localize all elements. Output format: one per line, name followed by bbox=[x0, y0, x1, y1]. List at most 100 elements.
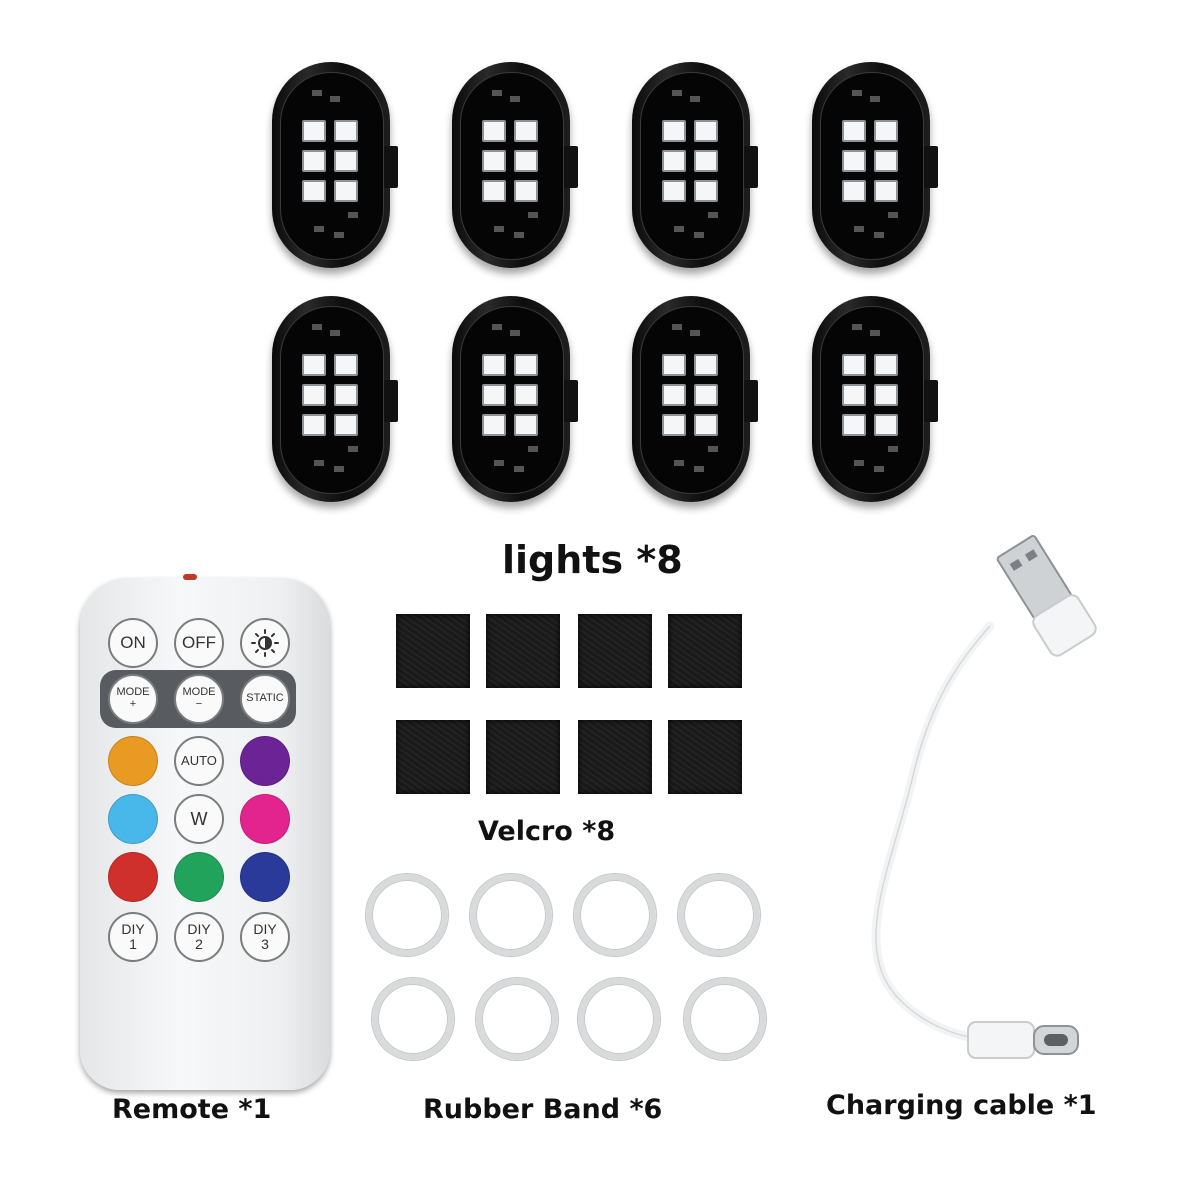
led-chip bbox=[874, 384, 898, 406]
rubber-band bbox=[476, 978, 558, 1060]
circuit-component bbox=[674, 460, 684, 466]
velcro-piece bbox=[396, 720, 470, 794]
cyan-color-button[interactable] bbox=[108, 794, 158, 844]
lights-caption: lights *8 bbox=[502, 538, 683, 582]
auto-button[interactable]: AUTO bbox=[174, 736, 224, 786]
circuit-component bbox=[888, 446, 898, 452]
led-chip bbox=[694, 120, 718, 142]
led-chip bbox=[334, 414, 358, 436]
velcro-piece bbox=[668, 720, 742, 794]
circuit-component bbox=[528, 212, 538, 218]
led-chip bbox=[842, 150, 866, 172]
led-light bbox=[452, 296, 578, 502]
remote-caption: Remote *1 bbox=[112, 1094, 272, 1125]
led-chip bbox=[482, 354, 506, 376]
led-chip bbox=[694, 150, 718, 172]
orange-color-button[interactable] bbox=[108, 736, 158, 786]
led-chip bbox=[874, 354, 898, 376]
blue-color-button[interactable] bbox=[240, 852, 290, 902]
circuit-component bbox=[694, 232, 704, 238]
velcro-caption: Velcro *8 bbox=[478, 816, 616, 847]
led-chip bbox=[514, 150, 538, 172]
led-chip bbox=[482, 384, 506, 406]
circuit-component bbox=[348, 446, 358, 452]
velcro-piece bbox=[486, 720, 560, 794]
static-button[interactable]: STATIC bbox=[240, 674, 290, 724]
off-button[interactable]: OFF bbox=[174, 618, 224, 668]
circuit-component bbox=[870, 96, 880, 102]
led-chip bbox=[662, 384, 686, 406]
led-chip bbox=[302, 414, 326, 436]
brightness-button[interactable] bbox=[240, 618, 290, 668]
ir-emitter bbox=[183, 574, 197, 580]
circuit-component bbox=[348, 212, 358, 218]
circuit-component bbox=[312, 324, 322, 330]
circuit-component bbox=[852, 90, 862, 96]
led-chip bbox=[334, 354, 358, 376]
purple-color-button[interactable] bbox=[240, 736, 290, 786]
led-chip bbox=[662, 180, 686, 202]
circuit-component bbox=[492, 90, 502, 96]
led-chip bbox=[662, 120, 686, 142]
rubber-band bbox=[684, 978, 766, 1060]
mode-plus-button[interactable]: MODE+ bbox=[108, 674, 158, 724]
circuit-component bbox=[334, 232, 344, 238]
circuit-component bbox=[672, 324, 682, 330]
led-chip bbox=[874, 180, 898, 202]
led-chip bbox=[514, 354, 538, 376]
circuit-component bbox=[330, 330, 340, 336]
led-chip bbox=[842, 384, 866, 406]
led-chip bbox=[302, 120, 326, 142]
led-chip bbox=[694, 180, 718, 202]
rubber-band bbox=[574, 874, 656, 956]
led-light bbox=[632, 296, 758, 502]
circuit-component bbox=[314, 226, 324, 232]
led-chip bbox=[334, 384, 358, 406]
led-chip bbox=[514, 384, 538, 406]
led-chip bbox=[514, 120, 538, 142]
led-light bbox=[632, 62, 758, 268]
circuit-component bbox=[494, 226, 504, 232]
circuit-component bbox=[694, 466, 704, 472]
on-button[interactable]: ON bbox=[108, 618, 158, 668]
white-button[interactable]: W bbox=[174, 794, 224, 844]
led-chip bbox=[302, 150, 326, 172]
circuit-component bbox=[528, 446, 538, 452]
pink-color-button[interactable] bbox=[240, 794, 290, 844]
led-chip bbox=[662, 354, 686, 376]
led-chip bbox=[482, 120, 506, 142]
led-chip bbox=[694, 354, 718, 376]
led-chip bbox=[302, 354, 326, 376]
led-chip bbox=[302, 180, 326, 202]
led-chip bbox=[662, 150, 686, 172]
circuit-component bbox=[854, 226, 864, 232]
led-chip bbox=[662, 414, 686, 436]
led-chip bbox=[482, 180, 506, 202]
circuit-component bbox=[874, 466, 884, 472]
usb-a-plug bbox=[996, 535, 1097, 657]
red-color-button[interactable] bbox=[108, 852, 158, 902]
led-chip bbox=[334, 180, 358, 202]
led-light bbox=[272, 62, 398, 268]
circuit-component bbox=[708, 446, 718, 452]
circuit-component bbox=[690, 330, 700, 336]
circuit-component bbox=[494, 460, 504, 466]
circuit-component bbox=[514, 466, 524, 472]
circuit-component bbox=[510, 330, 520, 336]
circuit-component bbox=[870, 330, 880, 336]
mode-minus-button[interactable]: MODE− bbox=[174, 674, 224, 724]
green-color-button[interactable] bbox=[174, 852, 224, 902]
circuit-component bbox=[514, 232, 524, 238]
cable-caption: Charging cable *1 bbox=[826, 1090, 1097, 1121]
led-chip bbox=[842, 354, 866, 376]
rubber-band-caption: Rubber Band *6 bbox=[423, 1094, 663, 1125]
rubber-band bbox=[372, 978, 454, 1060]
circuit-component bbox=[674, 226, 684, 232]
velcro-piece bbox=[578, 614, 652, 688]
velcro-piece bbox=[578, 720, 652, 794]
circuit-component bbox=[888, 212, 898, 218]
velcro-piece bbox=[486, 614, 560, 688]
